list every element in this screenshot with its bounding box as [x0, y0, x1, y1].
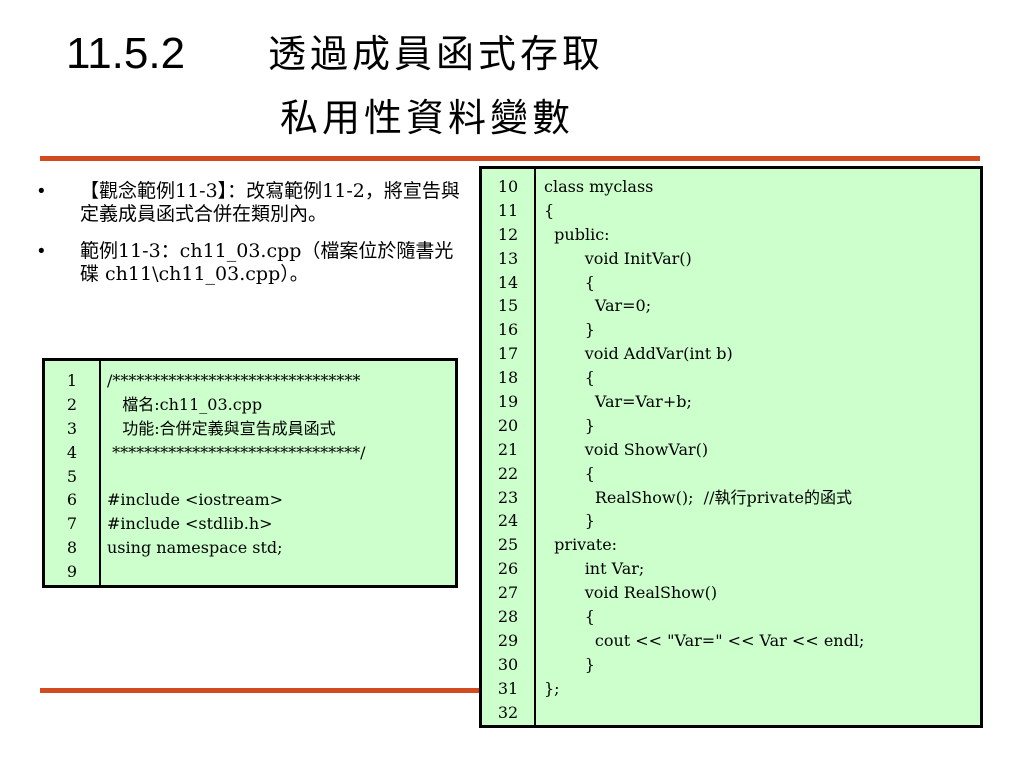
code-line: RealShow(); //執行private的函式	[544, 487, 852, 507]
code-line: void AddVar(int b)	[544, 344, 733, 364]
code-line: {	[544, 200, 555, 220]
code-line: 功能:合併定義與宣告成員函式	[107, 418, 336, 438]
line-number: 25	[497, 535, 519, 555]
line-number: 10	[497, 177, 519, 196]
code-line: void RealShow()	[544, 583, 718, 603]
bullet-item: • 【觀念範例11-3】：改寫範例11-2，將宣告與定義成員函式合併在類別內。	[38, 180, 468, 226]
line-number-column: 10 11 12 13 14 15 16 17 18 19 20 21 22 23 24 25 26 27 28 29…	[482, 169, 536, 725]
line-number: 32	[497, 702, 519, 722]
line-number: 14	[497, 272, 519, 292]
bullet-text: 【觀念範例11-3】：改寫範例11-2，將宣告與定義成員函式合併在類別內。	[80, 180, 460, 225]
line-number: 12	[497, 224, 519, 244]
line-number: 17	[497, 344, 519, 364]
line-number: 5	[66, 466, 78, 486]
code-line: public:	[544, 224, 610, 244]
code-line: };	[544, 678, 560, 698]
line-number: 16	[497, 320, 519, 340]
line-number: 2	[66, 394, 78, 414]
line-number: 18	[497, 368, 519, 388]
line-number: 15	[497, 296, 519, 316]
line-number: 13	[497, 248, 519, 268]
line-number: 30	[497, 654, 519, 674]
line-number: 20	[497, 415, 519, 435]
line-number: 27	[497, 583, 519, 603]
line-number: 31	[497, 678, 519, 698]
bullet-dot-icon: •	[38, 181, 45, 202]
code-line: {	[544, 463, 595, 483]
line-number: 22	[497, 463, 519, 483]
line-number: 21	[497, 439, 519, 459]
line-number: 24	[497, 511, 519, 531]
bullet-text: 範例11-3：ch11_03.cpp（檔案位於隨書光碟 ch11\ch11_03…	[80, 240, 454, 285]
code-line: }	[544, 415, 595, 435]
code-line: Var=0;	[544, 296, 652, 316]
code-line: void ShowVar()	[544, 439, 709, 459]
code-line	[107, 560, 455, 584]
code-line: }	[544, 511, 595, 531]
top-divider	[40, 156, 980, 161]
line-number: 6	[66, 490, 78, 510]
section-number: 11.5.2	[66, 29, 186, 78]
line-number: 11	[497, 200, 519, 220]
line-number: 9	[66, 562, 78, 582]
code-line: {	[544, 607, 595, 627]
line-number: 28	[497, 607, 519, 627]
line-number-column: 1 2 3 4 5 6 7 8 9	[45, 361, 101, 585]
code-column: class myclass{ public: void InitVar() { …	[534, 169, 980, 725]
line-number: 8	[66, 538, 78, 558]
line-number: 1	[66, 371, 78, 390]
code-line: 檔名:ch11_03.cpp	[107, 394, 263, 414]
code-line: /*******************************	[107, 371, 361, 390]
line-number: 7	[66, 514, 78, 534]
slide-title-line-2: 私用性資料變數	[280, 96, 575, 140]
code-line: }	[544, 654, 595, 674]
line-number: 26	[497, 559, 519, 579]
code-column: /******************************* 檔名:ch11…	[99, 361, 455, 585]
code-line: #include <stdlib.h>	[107, 514, 273, 534]
line-number: 23	[497, 487, 519, 507]
code-line: *******************************/	[107, 442, 366, 462]
slide-title-line-1: 透過成員函式存取	[268, 32, 605, 76]
code-line: Var=Var+b;	[544, 392, 692, 412]
code-line: class myclass	[544, 177, 654, 196]
code-line: void InitVar()	[544, 248, 692, 268]
code-line: {	[544, 368, 595, 388]
code-line: private:	[544, 535, 618, 555]
bullet-list: • 【觀念範例11-3】：改寫範例11-2，將宣告與定義成員函式合併在類別內。 •…	[38, 180, 468, 300]
code-line	[544, 701, 980, 725]
code-line: int Var;	[544, 559, 645, 579]
line-number: 4	[66, 442, 78, 462]
code-line: using namespace std;	[107, 538, 283, 558]
code-line: {	[544, 272, 595, 292]
code-line	[107, 465, 455, 489]
code-line: #include <iostream>	[107, 490, 284, 510]
bullet-dot-icon: •	[38, 241, 45, 262]
code-listing-2: 10 11 12 13 14 15 16 17 18 19 20 21 22 23 24 25 26 27 28 29…	[479, 166, 983, 728]
code-line: }	[544, 320, 595, 340]
code-listing-1: 1 2 3 4 5 6 7 8 9 /*****************************…	[42, 358, 458, 588]
bullet-item: • 範例11-3：ch11_03.cpp（檔案位於隨書光碟 ch11\ch11_0…	[38, 240, 468, 286]
line-number: 19	[497, 392, 519, 412]
code-line: cout << "Var=" << Var << endl;	[544, 630, 865, 650]
line-number: 3	[66, 418, 78, 438]
line-number: 29	[497, 630, 519, 650]
